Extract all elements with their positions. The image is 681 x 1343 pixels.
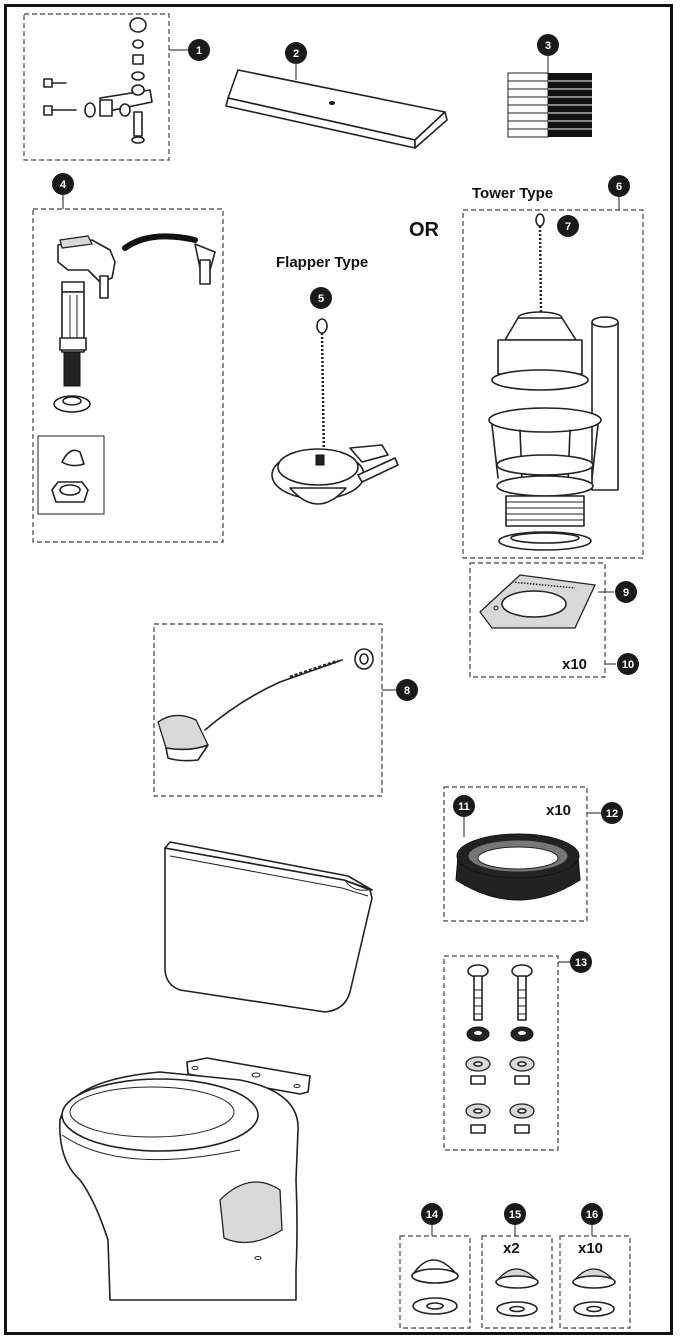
callout-5: 5 <box>310 287 332 309</box>
tower-type-label: Tower Type <box>472 185 553 202</box>
callout-13: 13 <box>570 951 592 973</box>
callout-16: 16 <box>581 1203 603 1225</box>
qty-x10-wax-ring: x10 <box>546 802 571 819</box>
part-2-tank-lid <box>225 64 448 149</box>
part-13-bolt-kit <box>443 955 570 1151</box>
callout-3: 3 <box>537 34 559 56</box>
toilet-bowl <box>59 1057 311 1301</box>
part-15-caps <box>481 1224 553 1329</box>
part-3-swatch <box>507 56 592 138</box>
svg-text:6: 6 <box>616 181 622 193</box>
svg-text:10: 10 <box>622 659 634 671</box>
qty-x2-caps: x2 <box>503 1240 520 1257</box>
svg-text:5: 5 <box>318 293 324 305</box>
callout-7: 7 <box>557 215 579 237</box>
part-5-flapper <box>271 318 399 505</box>
svg-text:3: 3 <box>545 40 551 52</box>
svg-text:8: 8 <box>404 685 410 697</box>
callout-2: 2 <box>285 42 307 64</box>
part-9-seal <box>469 562 614 678</box>
svg-text:7: 7 <box>565 221 571 233</box>
callout-8: 8 <box>396 679 418 701</box>
part-8-trip-lever <box>153 623 396 797</box>
part-4-fill-valve <box>32 195 224 543</box>
toilet-tank <box>164 841 373 1013</box>
svg-text:9: 9 <box>623 587 629 599</box>
callout-10: 10 <box>617 653 639 675</box>
callout-14: 14 <box>421 1203 443 1225</box>
svg-text:15: 15 <box>509 1209 521 1221</box>
part-11-wax-ring <box>443 786 601 922</box>
flapper-type-label: Flapper Type <box>276 254 368 271</box>
part-6-tower-valve <box>462 197 644 559</box>
svg-text:12: 12 <box>606 808 618 820</box>
callout-12: 12 <box>601 802 623 824</box>
svg-text:16: 16 <box>586 1209 598 1221</box>
callout-6: 6 <box>608 175 630 197</box>
callout-1: 1 <box>188 39 210 61</box>
svg-text:13: 13 <box>575 957 587 969</box>
svg-text:1: 1 <box>196 45 202 57</box>
callout-4: 4 <box>52 173 74 195</box>
part-14-cap <box>399 1224 471 1329</box>
part-16-caps <box>559 1224 631 1329</box>
or-label: OR <box>409 219 440 241</box>
svg-text:14: 14 <box>426 1209 439 1221</box>
callout-15: 15 <box>504 1203 526 1225</box>
svg-text:11: 11 <box>458 801 470 813</box>
qty-x10-caps: x10 <box>578 1240 603 1257</box>
qty-x10-seal: x10 <box>562 656 587 673</box>
callout-9: 9 <box>615 581 637 603</box>
diagram-frame <box>4 4 673 1335</box>
svg-text:2: 2 <box>293 48 299 60</box>
callout-11: 11 <box>453 795 475 817</box>
svg-text:4: 4 <box>60 179 67 191</box>
part-1-hardware-kit <box>23 13 188 161</box>
